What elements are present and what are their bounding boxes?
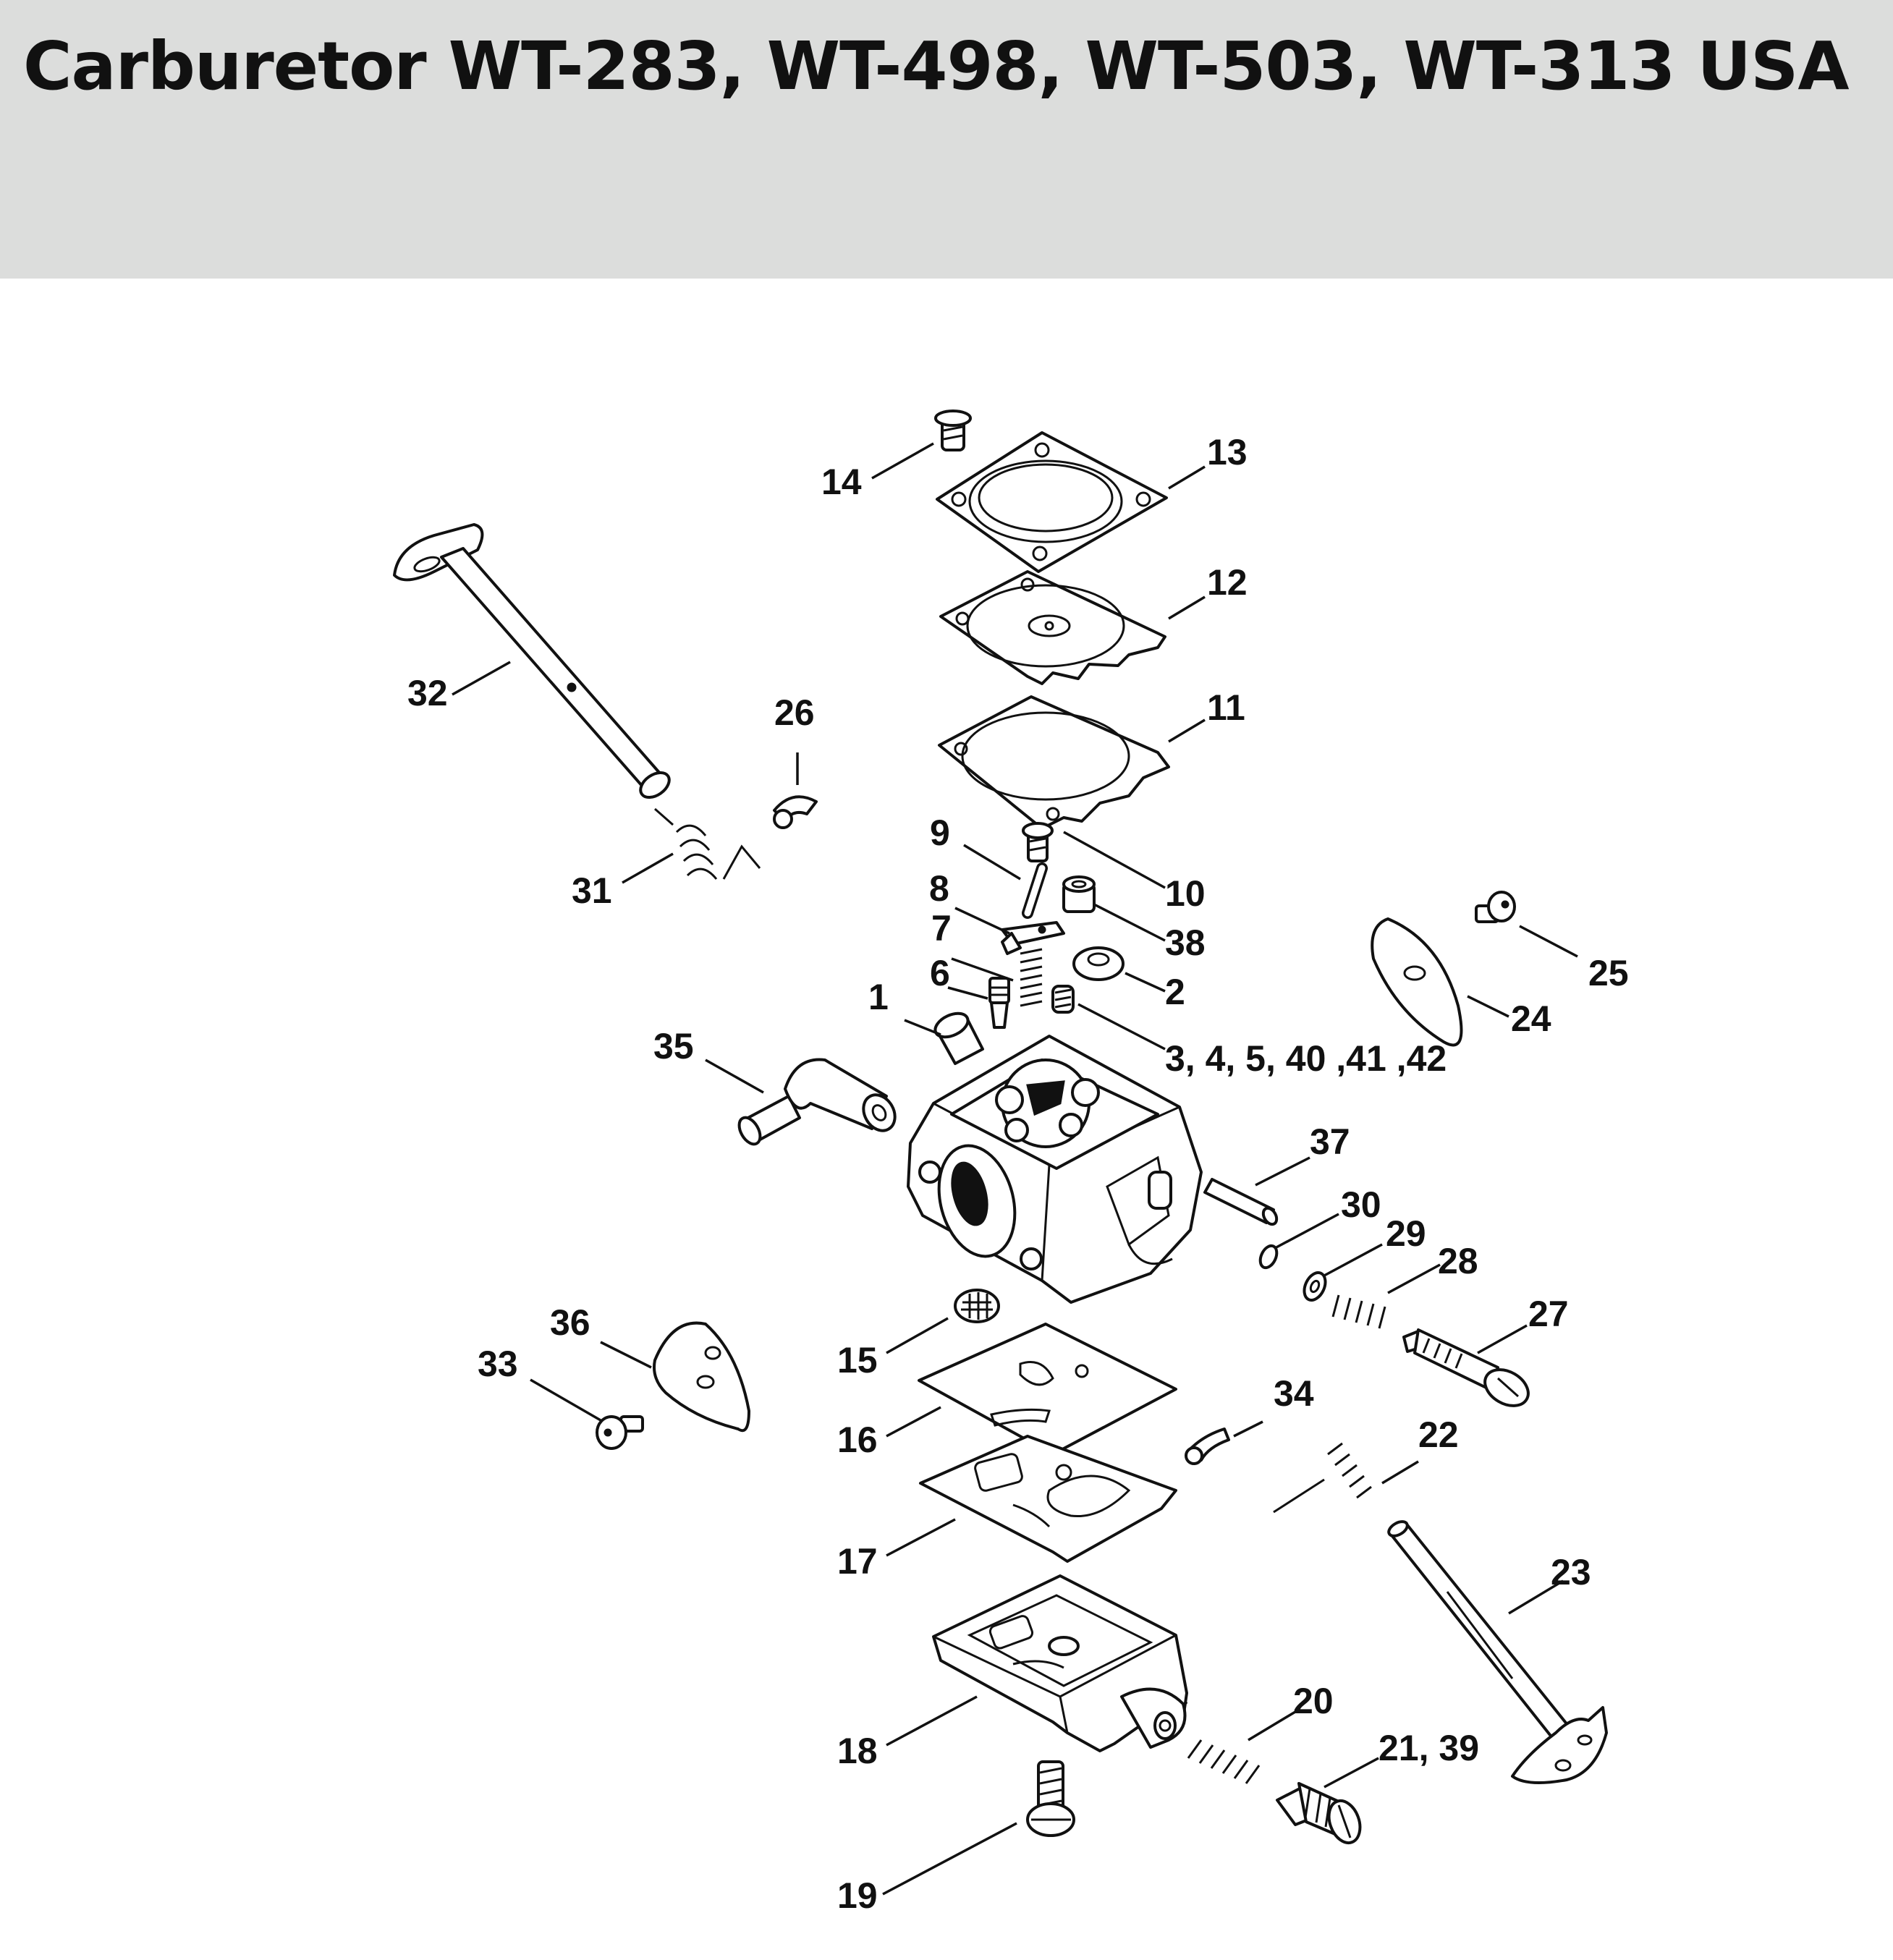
callout-18: 18 [837,1731,878,1771]
callout-16: 16 [837,1420,878,1460]
part-18-metering-housing [932,1574,1188,1752]
callout-labels: 1 2 3, 4, 5, 40 ,41 ,42 6 7 8 9 10 11 12… [407,432,1629,1916]
part-2-washer [1072,946,1125,981]
callout-3-4-5-40-41-42: 3, 4, 5, 40 ,41 ,42 [1165,1038,1447,1079]
callout-12: 12 [1207,562,1248,603]
part-28-spring [1331,1294,1386,1329]
callout-23: 23 [1551,1552,1591,1592]
callout-2: 2 [1165,972,1185,1012]
part-36-plate [653,1321,750,1433]
part-9-pin [1022,862,1048,919]
part-23-lever-shaft [1387,1520,1608,1784]
part-31-spring [654,807,761,880]
exploded-parts-diagram: 1 2 3, 4, 5, 40 ,41 ,42 6 7 8 9 10 11 12… [0,279,1893,1956]
callout-36: 36 [550,1302,590,1343]
part-30-o-ring [1258,1244,1279,1270]
callout-20: 20 [1293,1681,1334,1721]
callout-26: 26 [774,692,815,733]
part-26-clip [773,795,818,829]
part-7-spring [1020,948,1043,1007]
callout-1: 1 [868,977,889,1017]
part-3-jet [1051,985,1075,1014]
callout-14: 14 [821,462,862,502]
part-34-clip [1185,1427,1230,1465]
part-21-adjusting-screw [1276,1782,1362,1845]
part-10-screw [1022,822,1054,862]
part-20-spring [1187,1739,1261,1784]
callout-11: 11 [1207,687,1245,728]
part-1-plug [933,1011,984,1065]
part-37-pin [1203,1178,1279,1226]
part-22-spring [1273,1442,1372,1514]
part-33-screw [596,1415,644,1450]
callout-13: 13 [1207,432,1248,472]
callout-29: 29 [1386,1213,1426,1254]
page-title: Carburetor WT-283, WT-498, WT-503, WT-31… [23,27,1850,105]
part-24-throttle-plate [1371,917,1463,1047]
callout-15: 15 [837,1340,878,1380]
part-25-screw [1475,891,1516,923]
part-38-sleeve [1062,875,1096,913]
callout-22: 22 [1418,1414,1459,1455]
diagram-canvas: 1 2 3, 4, 5, 40 ,41 ,42 6 7 8 9 10 11 12… [393,410,1629,1916]
callout-21-39: 21, 39 [1379,1728,1479,1768]
part-6-needle [988,977,1010,1029]
part-29-washer [1303,1271,1327,1302]
callout-7: 7 [931,908,952,949]
part-11-gasket [938,695,1170,830]
callout-24: 24 [1511,998,1551,1039]
carburetor-body [907,1035,1203,1304]
callout-35: 35 [653,1026,694,1066]
callout-30: 30 [1341,1184,1381,1225]
part-27-adjusting-screw [1402,1328,1530,1407]
callout-31: 31 [572,870,612,911]
leader-lines [452,442,1578,1896]
callout-34: 34 [1274,1373,1314,1414]
callout-25: 25 [1588,953,1629,993]
callout-27: 27 [1528,1294,1569,1334]
callout-9: 9 [930,813,950,853]
callout-17: 17 [837,1541,878,1582]
part-16-gasket [918,1323,1177,1456]
part-14-screw [934,410,972,451]
part-17-gasket [919,1435,1177,1563]
callout-10: 10 [1165,873,1206,914]
callout-37: 37 [1310,1121,1350,1162]
callout-8: 8 [929,868,949,909]
callout-32: 32 [407,673,448,713]
part-12-diaphragm [939,570,1166,685]
callout-28: 28 [1438,1241,1478,1281]
part-13-cover [936,431,1168,573]
callout-38: 38 [1165,922,1206,963]
callout-33: 33 [478,1344,518,1384]
part-8-lever [1001,921,1065,955]
title-banner: Carburetor WT-283, WT-498, WT-503, WT-31… [0,0,1893,279]
callout-19: 19 [837,1875,878,1916]
part-35-elbow-fitting [737,1058,897,1146]
part-15-filter-screen [954,1289,1000,1323]
part-32-choke-shaft [393,523,671,799]
callout-6: 6 [930,953,950,993]
part-19-screw [1026,1760,1075,1837]
